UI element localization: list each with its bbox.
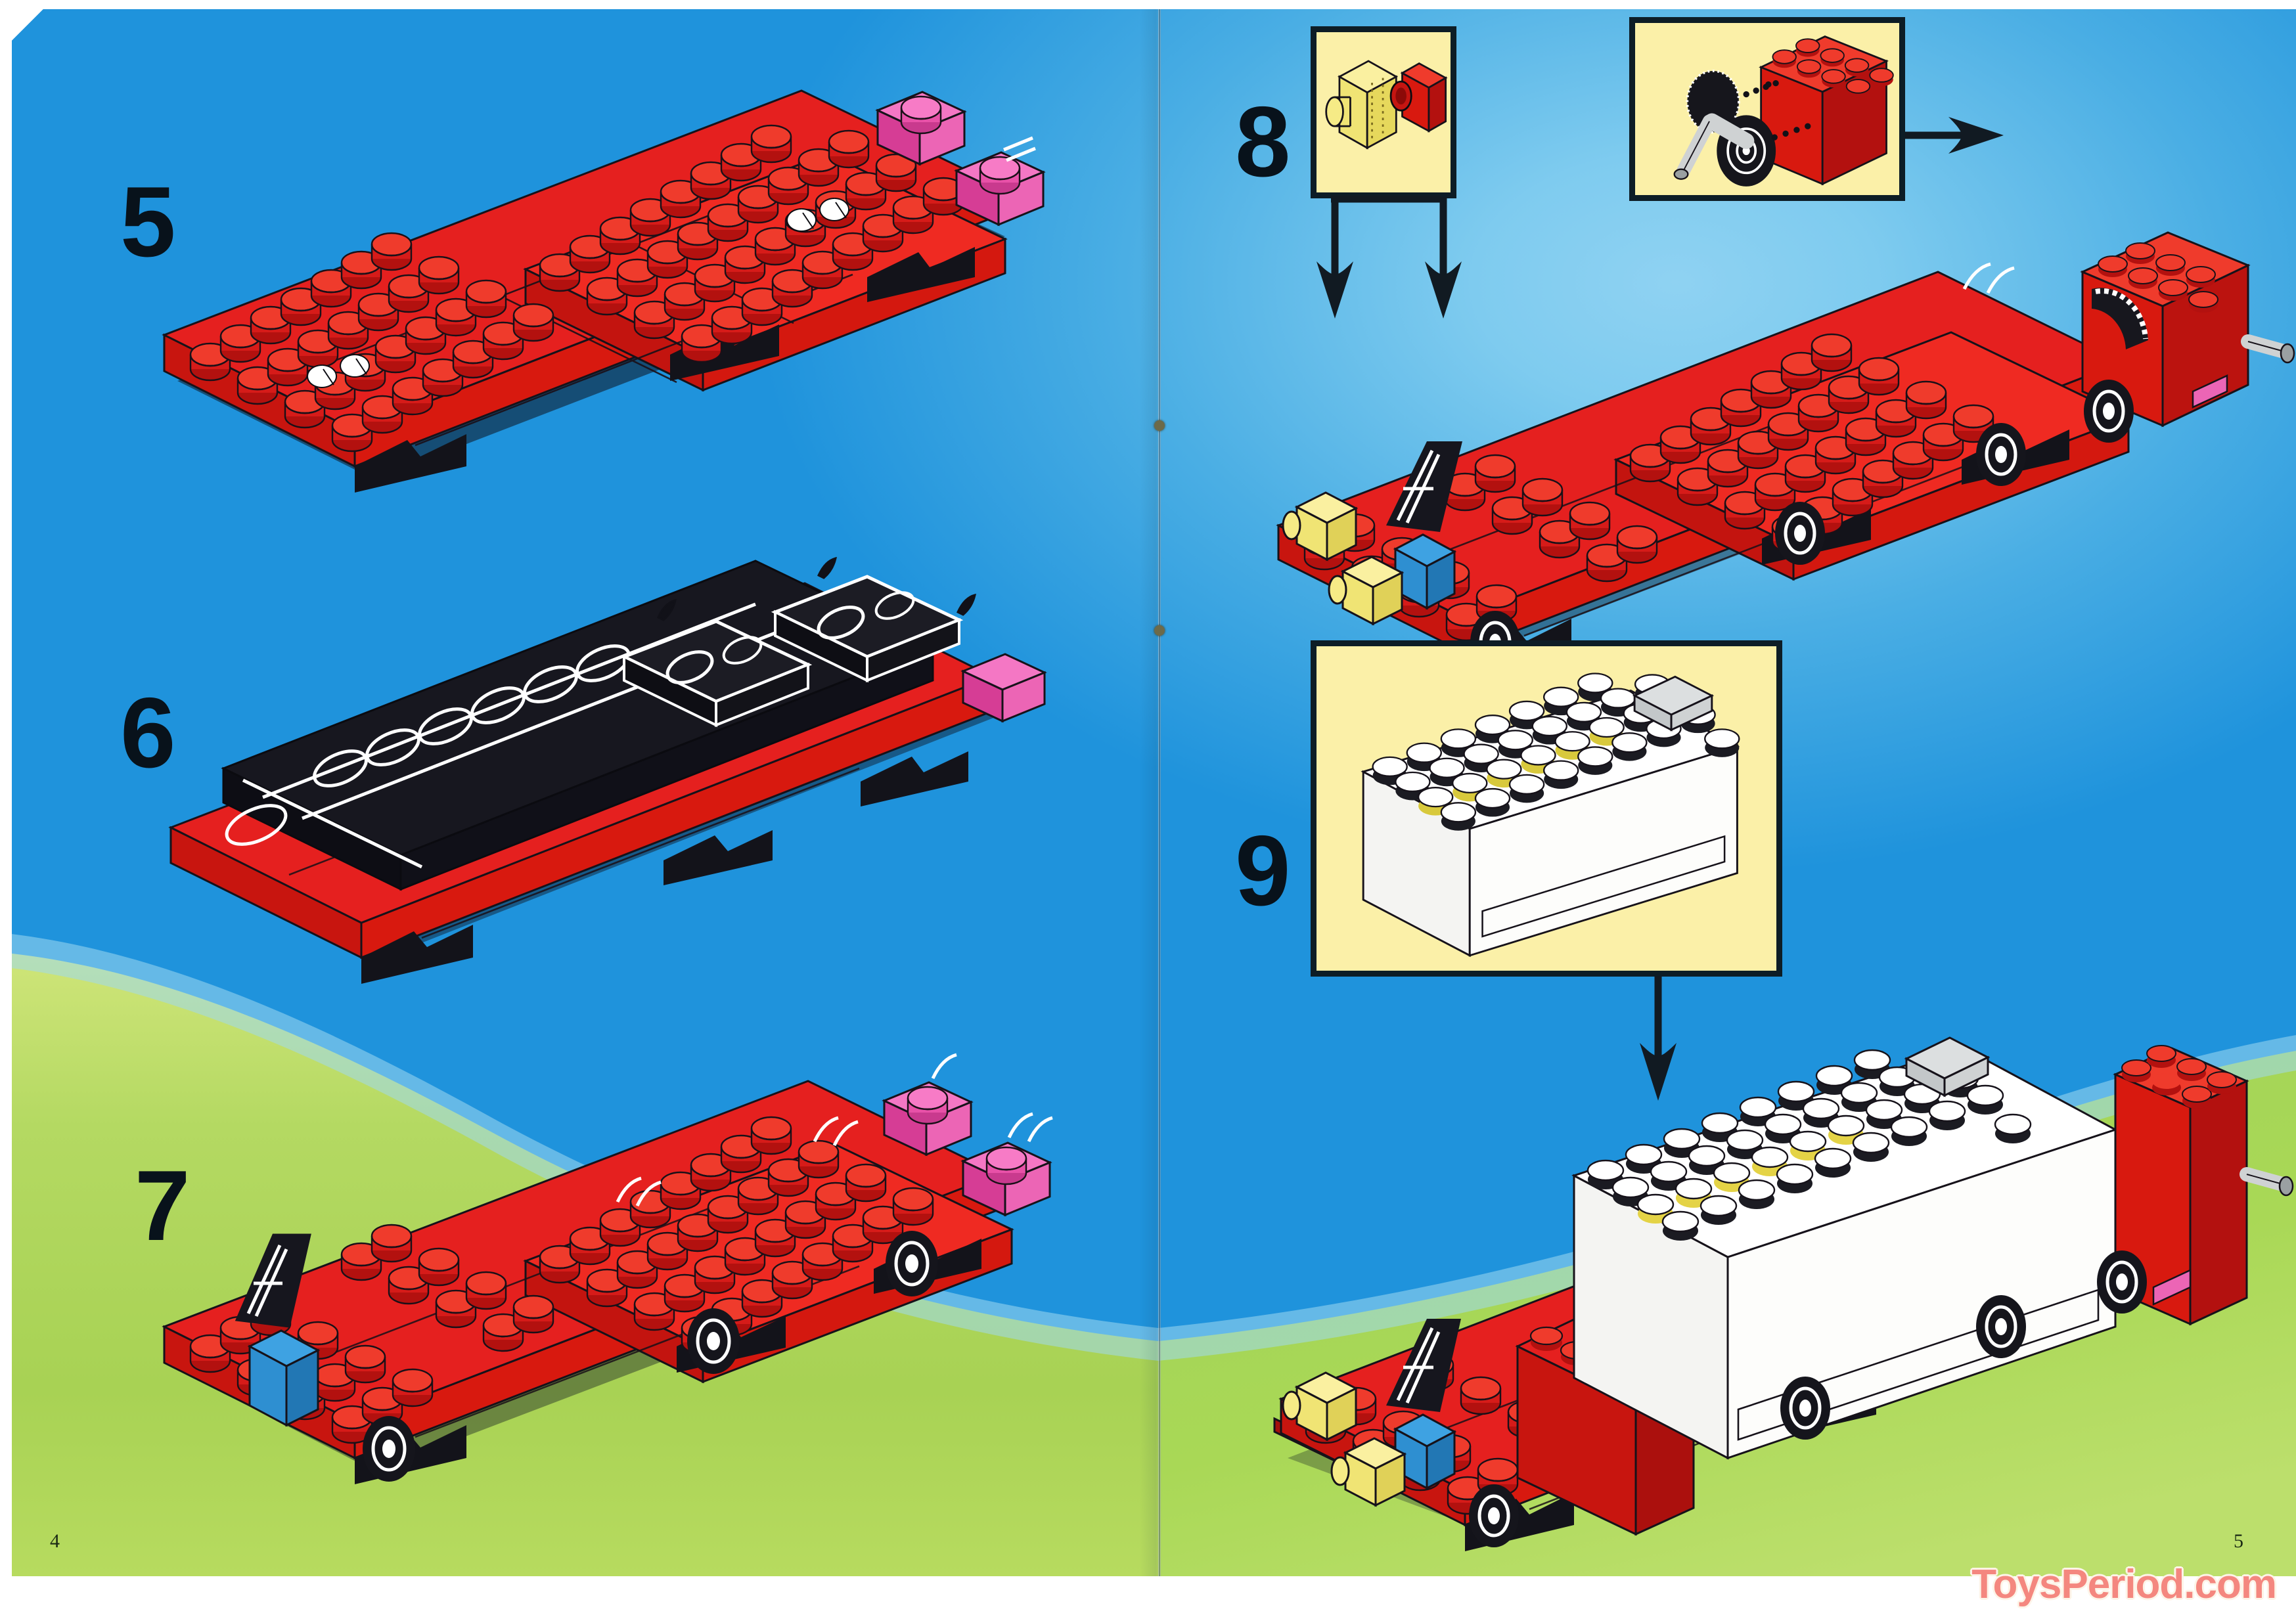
step-number-8: 8 (1235, 86, 1291, 198)
yellow-brick-upper (1282, 491, 1359, 562)
grey-plate-9 (1904, 1036, 1991, 1097)
step-9-model (1268, 979, 2296, 1551)
windscreen (235, 1233, 311, 1328)
inset-8-connector-line (1327, 194, 1445, 204)
inset-step9-white-trailer-box (1311, 640, 1782, 977)
yellow-brick-lower-9 (1330, 1437, 1407, 1507)
yellow-brick-lower (1328, 556, 1405, 626)
paper-sheet: 5 (0, 0, 2296, 1576)
paper-edge-left (0, 0, 12, 1576)
step-7-model (158, 1038, 1091, 1484)
step-number-6: 6 (120, 677, 176, 789)
paper-edge-bottom (0, 1576, 2296, 1613)
staple-top (1154, 420, 1165, 431)
site-watermark: ToysPeriod.com (1971, 1562, 2277, 1607)
paper-corner-fold (0, 0, 53, 53)
inset-step8-wheel-into-brick (1629, 17, 1905, 201)
step-5-model (158, 72, 1091, 493)
blue-seat-8 (1393, 533, 1457, 610)
step-number-7: 7 (135, 1150, 191, 1262)
yellow-brick-upper-9 (1282, 1371, 1359, 1442)
rear-red-cab-9 (2113, 1045, 2294, 1326)
paper-edge-top (0, 0, 2296, 9)
page-folio-left: 4 (50, 1530, 60, 1552)
windscreen-9 (1386, 1319, 1461, 1412)
step-6-model (164, 552, 1084, 984)
staple-bottom (1154, 625, 1165, 636)
inset-8b-arrow-right (1905, 112, 2004, 158)
inset-9a-arrow-down (1640, 976, 1709, 1101)
inset-step8-yellow-brick (1311, 26, 1456, 198)
page-folio-right: 5 (2234, 1530, 2243, 1552)
step-number-9: 9 (1235, 815, 1291, 927)
blue-seat (247, 1329, 321, 1427)
spine-fold (1158, 0, 1161, 1576)
inset-8a-arrow-down (1317, 197, 1386, 319)
inset-8b-arrow-down (1425, 197, 1495, 319)
step-8-model (1274, 231, 2296, 678)
grey-plate (1632, 675, 1715, 732)
step-number-5: 5 (120, 166, 176, 278)
white-trailer-box (1571, 1036, 2118, 1460)
windscreen-8 (1386, 441, 1462, 532)
